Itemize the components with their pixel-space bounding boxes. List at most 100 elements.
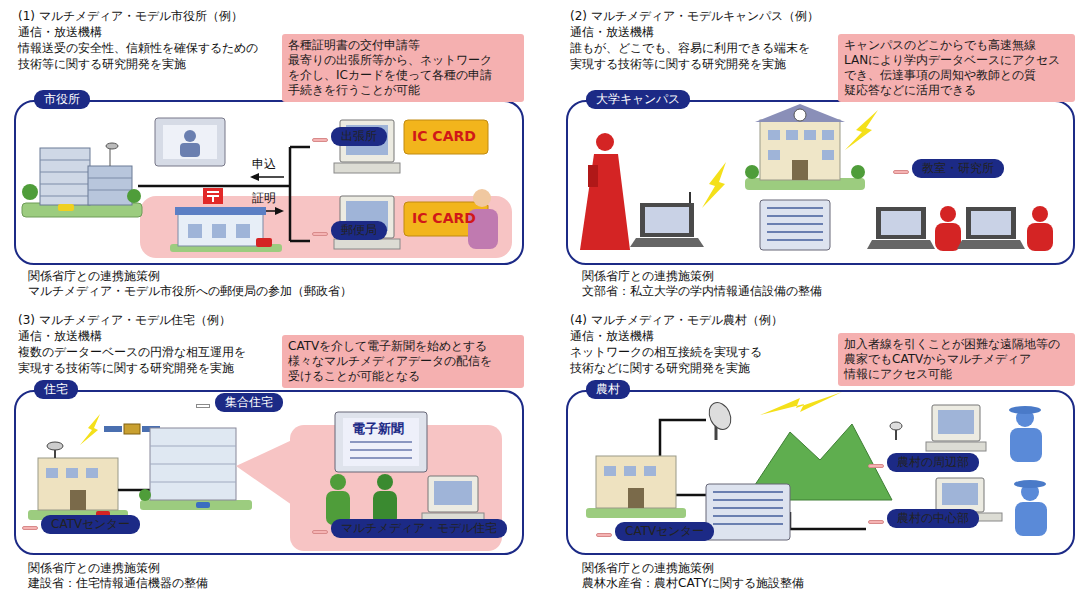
illustration-part [760, 392, 842, 415]
callout-text: CATVを介して電子新聞を始めとする 様々なマルチメディアデータの配信を 受ける… [288, 339, 518, 384]
illustration-part [22, 184, 38, 200]
illustration-part [768, 150, 780, 160]
illustration-part [46, 468, 58, 478]
node-text: マルチメディア・モデル住宅 [331, 519, 507, 538]
illustration-part [139, 489, 151, 501]
illustration-part [767, 208, 823, 240]
illustration-part [434, 481, 472, 505]
note-heading: 関係省庁との連携施策例 [582, 560, 714, 576]
illustration-part [138, 147, 310, 241]
scene-panel: 住宅集合住宅CATVセンターマルチメディア・モデル住宅 [14, 390, 524, 555]
node-text: 農村の周辺部 [887, 453, 979, 472]
illustration-part [745, 165, 759, 179]
node-text: CATVセンター [41, 515, 140, 534]
illustration-part [88, 178, 132, 179]
place-tag: CATVセンター [596, 533, 612, 537]
illustration-part [786, 130, 798, 140]
description-text: 誰もが、どこでも、容易に利用できる端末を 実現する技術等に関する研究開発を実施 [570, 40, 832, 72]
callout-box: 各種証明書の交付申請等最寄りの出張所等から、ネットワーク を介し、ICカードを使… [282, 34, 524, 102]
illustration-part [275, 207, 284, 215]
illustration-part [624, 466, 636, 476]
illustration-part [180, 143, 200, 157]
illustration-part [150, 446, 236, 482]
screen-text: 電子新聞 [350, 421, 406, 437]
illustration-part [155, 118, 225, 166]
panel-heading: (3) マルチメディア・モデル住宅（例） [18, 312, 231, 328]
illustration-part [1015, 502, 1047, 536]
illustration-part [640, 203, 694, 237]
campus-scene [580, 104, 1053, 251]
node-text: 郵便局 [331, 221, 387, 240]
illustration-part [845, 110, 878, 150]
illustration-part [86, 468, 98, 478]
illustration-part [702, 162, 726, 208]
illustration-part [88, 166, 132, 205]
callout-box: 加入者線を引くことが困難な遠隔地等の 農家でもCATVからマルチメディア 情報に… [838, 333, 1075, 386]
illustration-part [966, 207, 1016, 239]
illustration-part [1010, 428, 1042, 462]
illustration-part [40, 196, 90, 197]
callout-text: キャンパスのどこからでも高速無線 LANにより学内データベースにアクセス でき、… [844, 38, 1069, 98]
description-text: 情報送受の安全性、信頼性を確保するための 技術等に関する研究開発を実施 [18, 40, 280, 72]
panel-tab: 市役所 [34, 90, 90, 109]
place-tag: 農村の中心部 [868, 520, 884, 524]
illustration-part [175, 207, 266, 215]
illustration-part [604, 466, 616, 476]
illustration-part [942, 483, 978, 505]
farm-village-scene [586, 392, 1047, 540]
description-text: ネットワークの相互接続を実現する 技術などに関する研究開発を実施 [570, 344, 790, 376]
illustration-part [1014, 480, 1046, 488]
panel-heading: (1) マルチメディア・モデル市役所（例） [18, 8, 243, 24]
illustration-part [428, 476, 478, 512]
illustration-part [40, 160, 90, 161]
card-text: IC CARD [412, 128, 476, 144]
illustration-part [876, 207, 926, 239]
illustration-part [586, 508, 686, 518]
illustration-part [250, 173, 259, 181]
arrow-label: 申込 [252, 156, 276, 172]
organization-name: 通信・放送機構 [570, 24, 654, 40]
illustration-part [971, 211, 1011, 235]
place-tag: 教室・研究所 [893, 170, 909, 174]
callout-box: CATVを介して電子新聞を始めとする 様々なマルチメディアデータの配信を 受ける… [282, 335, 524, 388]
scene-panel: 市役所出張所郵便局 [14, 100, 524, 265]
note-text: 農林水産省：農村CATYに関する施設整備 [582, 575, 804, 591]
illustration-part [755, 104, 845, 122]
illustration-part [713, 492, 783, 524]
illustration-part [1009, 406, 1041, 414]
illustration-part [258, 176, 284, 178]
scene-panel: 大学キャンパス教室・研究所 [566, 100, 1075, 265]
city-hall-scene [22, 118, 512, 258]
description-text: 複数のデーターベースの円滑な相互運用を 実現する技術等に関する研究開発を実施 [18, 344, 276, 376]
arrow-label: 証明 [252, 190, 276, 206]
illustration-part [689, 192, 691, 203]
illustration-part [236, 224, 250, 238]
illustration-part [804, 130, 816, 140]
illustration-part [40, 172, 90, 173]
illustration-part [644, 466, 656, 476]
illustration-part [88, 190, 132, 191]
illustration-part [178, 214, 263, 246]
illustration-part [334, 239, 400, 249]
place-tag: 農村の周辺部 [868, 464, 884, 468]
illustration-part [404, 120, 488, 154]
card-text: IC CARD [412, 210, 476, 226]
node-text: CATVセンター [615, 522, 714, 541]
illustration-part [867, 240, 935, 249]
illustration-part [957, 240, 1025, 249]
illustration-part [184, 130, 196, 142]
illustration-part [335, 412, 427, 472]
illustration-part [938, 410, 974, 434]
place-tag: 出張所 [312, 138, 328, 142]
node-text: 出張所 [331, 127, 387, 146]
illustration-part [706, 484, 790, 540]
panel-heading: (4) マルチメディア・モデル農村（例） [570, 312, 783, 328]
illustration-part [660, 420, 706, 456]
illustration-part [334, 163, 400, 173]
illustration-part [212, 224, 226, 238]
callout-heading: 各種証明書の交付申請等 [288, 38, 518, 53]
note-text: マルチメディア・モデル市役所への郵便局の参加（郵政省） [28, 283, 352, 299]
panel-tab: 農村 [586, 380, 630, 399]
note-heading: 関係省庁との連携施策例 [28, 268, 160, 284]
